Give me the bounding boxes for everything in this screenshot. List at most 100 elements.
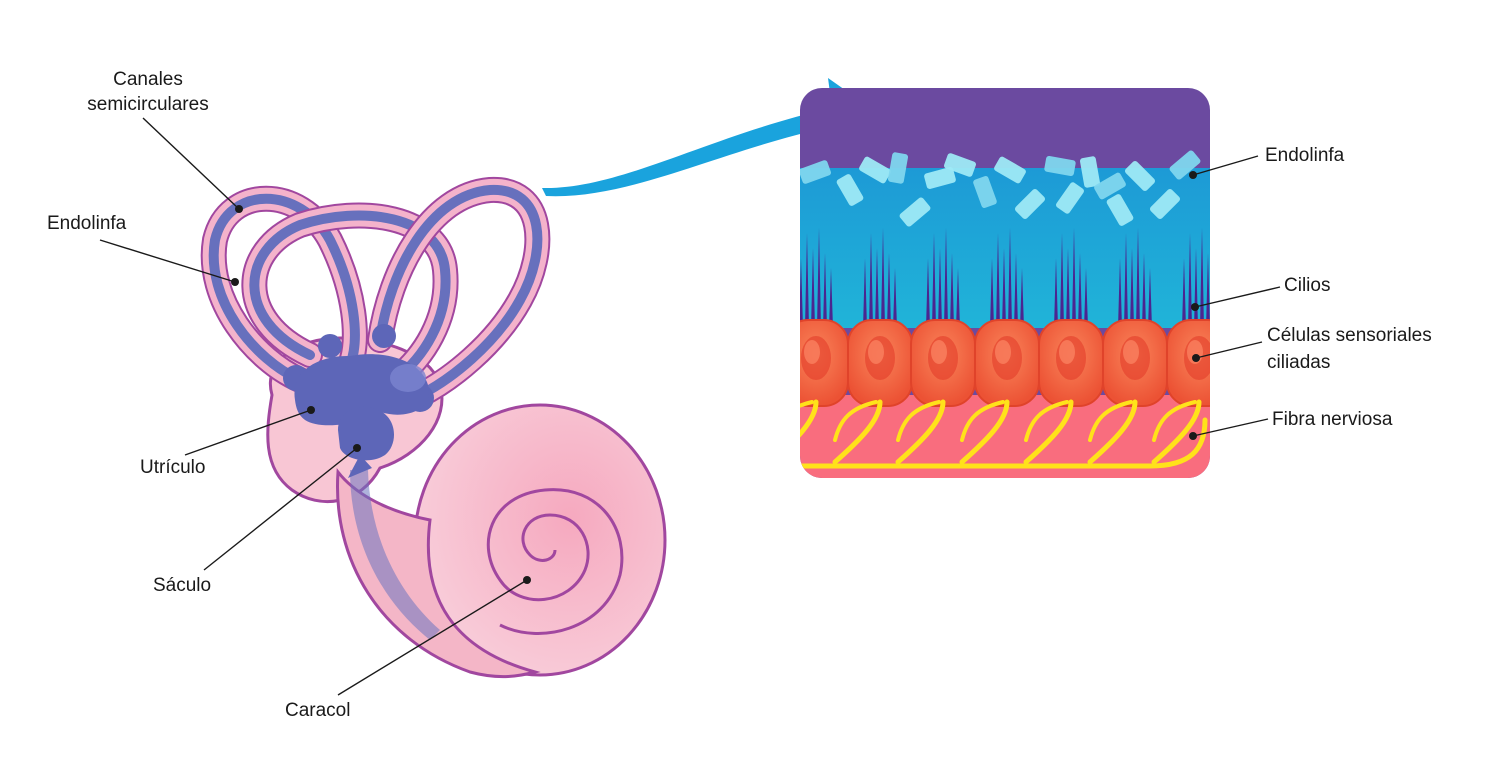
crystal [1124,160,1156,192]
cilium [1118,258,1122,328]
cilium [1060,233,1064,328]
cilium [1066,248,1070,328]
cilium [1200,228,1204,328]
nerve-branch [1087,399,1138,465]
crystal [944,153,976,177]
crystal [1094,172,1126,200]
nerve-branch [959,399,1010,465]
hair-cell-panel [800,88,1216,478]
nerve-twig [896,400,941,442]
cilium [1142,253,1146,328]
crystal [800,160,831,184]
cilium [817,228,821,328]
cilium [800,258,803,328]
cilium [881,228,885,328]
cilium [926,258,930,328]
nerve-twig [1152,400,1197,442]
cilium [1206,253,1210,328]
cilium [1008,228,1012,328]
cilium [956,268,960,328]
nucleus-highlight [931,340,947,364]
label-fibra: Fibra nerviosa [1272,409,1393,430]
nerve-twig [1024,400,1069,442]
cilium [932,233,936,328]
saccule [338,406,395,461]
nerve-branch [1023,399,1074,465]
hair-cells [800,319,1210,407]
cilium [1014,253,1018,328]
nucleus-highlight [995,340,1011,364]
nucleus-highlight [804,340,820,364]
label-cilios: Cilios [1284,275,1330,296]
nerve-branch [832,399,883,465]
cilium [893,268,897,328]
crystal [1169,150,1201,180]
cilium [829,268,833,328]
crystal [1056,182,1084,214]
crystal [1044,155,1076,177]
cilium [1188,233,1192,328]
cilium [1072,228,1076,328]
crystal [1149,188,1181,220]
nerve-branch [800,399,819,465]
crystal [899,197,931,227]
nerve-twig [960,400,1005,442]
cilium [996,233,1000,328]
crystal [1014,188,1046,220]
nucleus-highlight [1123,340,1139,364]
crystal [887,152,909,184]
label-celulas: Células sensoriales [1267,325,1432,346]
cilium [887,253,891,328]
cilium [1084,268,1088,328]
nerve-fibers [800,399,1208,469]
cilium [938,248,942,328]
label-saculo: Sáculo [153,575,211,596]
label-semicirculares: semicirculares [87,94,208,115]
nucleus-highlight [1059,340,1075,364]
nerve-twig [1088,400,1133,442]
nucleus-highlight [868,340,884,364]
otoconia-crystals [800,150,1201,227]
nerve-trunk [800,417,1208,469]
label-endolinfa-left: Endolinfa [47,213,127,234]
cilium [875,248,879,328]
cilium [950,253,954,328]
inner-ear [200,176,667,679]
leader-lines [99,117,1281,696]
labels: Canales semicirculares Endolinfa Utrícul… [47,69,1432,721]
nerve-twig [833,400,878,442]
crystal [924,167,956,189]
crystal [1079,156,1101,188]
cilium [990,258,994,328]
cilium [869,233,873,328]
crystal [836,174,864,206]
crystal [973,176,997,208]
cilium [1136,228,1140,328]
cilium [1054,258,1058,328]
cilium [1130,248,1134,328]
label-caracol: Caracol [285,700,350,721]
cilium [1124,233,1128,328]
label-utriculo: Utrículo [140,457,205,478]
cilium [805,233,809,328]
cilium [1148,268,1152,328]
label-endolinfa-right: Endolinfa [1265,145,1345,166]
label-canales: Canales [113,69,183,90]
nerve-branch [1151,399,1202,465]
cilium [1002,248,1006,328]
label-ciliadas: ciliadas [1267,352,1330,373]
cilium [1078,253,1082,328]
cilium [863,258,867,328]
nerve-branch [895,399,946,465]
cilium [1212,268,1216,328]
nerve-twig [800,400,814,442]
cilia-bundles [800,228,1216,328]
crystal [859,156,891,184]
crystal [1106,194,1134,226]
cilium [944,228,948,328]
crystal [994,156,1026,184]
cilium [1020,268,1024,328]
cilium [823,253,827,328]
cilium [1182,258,1186,328]
